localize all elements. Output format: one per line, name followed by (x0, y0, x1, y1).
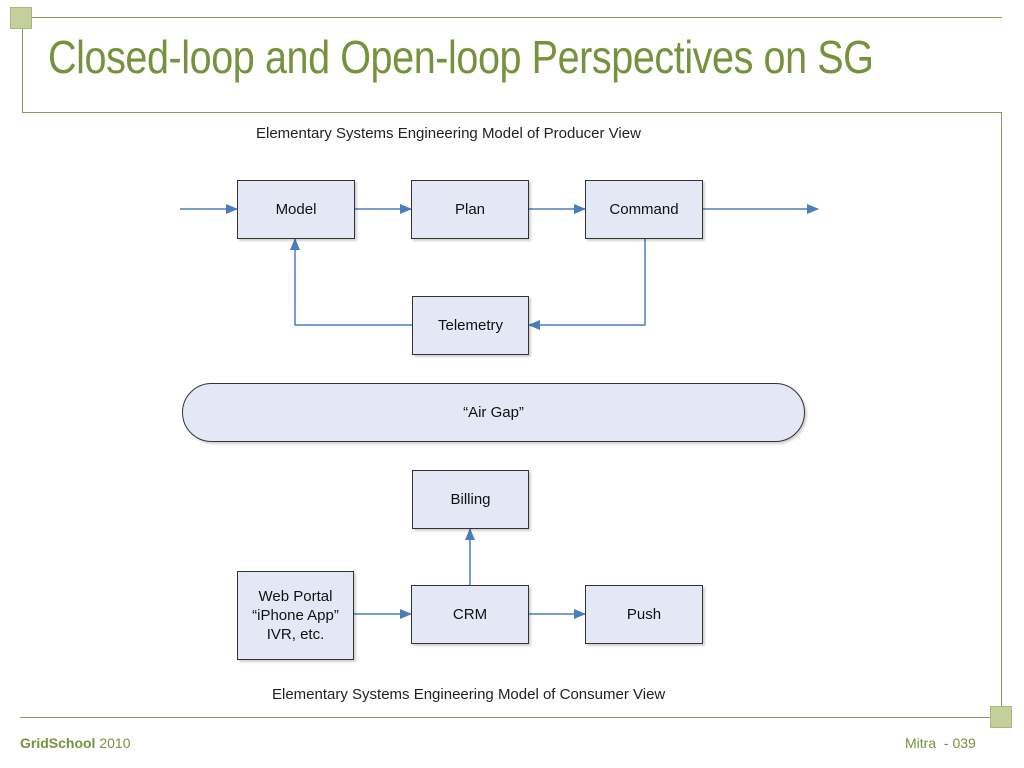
frame-title-bottom-line (22, 112, 1002, 113)
node-web-portal: Web Portal “iPhone App” IVR, etc. (237, 571, 354, 660)
node-command: Command (585, 180, 703, 239)
corner-square-bottom-right (990, 706, 1012, 728)
footer-page-number: Mitra - 039 (905, 735, 976, 751)
frame-bottom-line (20, 717, 1002, 718)
web-portal-line-3: IVR, etc. (266, 626, 325, 643)
footer-brand: GridSchool 2010 (20, 735, 131, 751)
frame-left-line (22, 17, 23, 113)
node-crm: CRM (411, 585, 529, 644)
web-portal-line-2: “iPhone App” (252, 607, 339, 624)
node-push: Push (585, 585, 703, 644)
footer-year: 2010 (99, 735, 131, 751)
node-model: Model (237, 180, 355, 239)
consumer-caption: Elementary Systems Engineering Model of … (272, 686, 666, 703)
footer-brand-name: GridSchool (20, 735, 96, 751)
producer-caption: Elementary Systems Engineering Model of … (256, 125, 641, 142)
slide-title: Closed-loop and Open-loop Perspectives o… (48, 31, 874, 83)
node-billing: Billing (412, 470, 529, 529)
frame-right-line (1001, 112, 1002, 717)
web-portal-line-1: Web Portal (258, 588, 333, 605)
air-gap-pill: “Air Gap” (182, 383, 805, 442)
arrow-telemetry-to-model (290, 238, 412, 326)
frame-top-line (22, 17, 1002, 18)
arrow-command-to-telemetry (528, 239, 646, 330)
node-telemetry: Telemetry (412, 296, 529, 355)
node-plan: Plan (411, 180, 529, 239)
corner-square-top-left (10, 7, 32, 29)
